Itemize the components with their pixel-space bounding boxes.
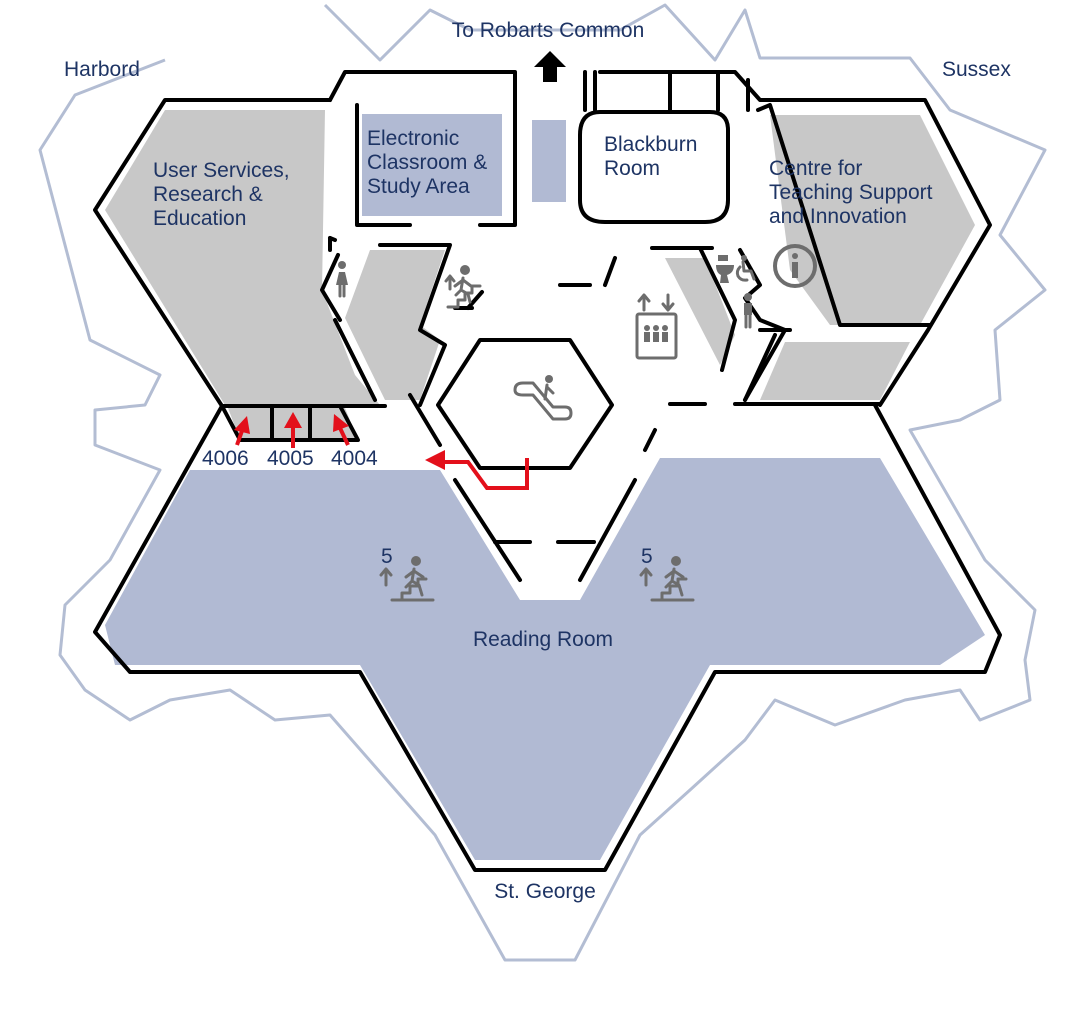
walls	[93, 70, 1002, 872]
elevator-icon	[635, 293, 678, 360]
storage-room-east	[760, 342, 910, 400]
street-north-label: To Robarts Common	[452, 19, 645, 42]
storage-room-right	[665, 258, 735, 365]
mens-washroom-icon	[744, 293, 752, 329]
reading-room	[105, 458, 985, 860]
user-services-room	[105, 110, 380, 405]
study-room-arrows	[234, 412, 350, 448]
street-northwest-label: Harbord	[64, 58, 140, 81]
information-icon	[773, 244, 817, 288]
accessible-icon	[735, 255, 756, 282]
route-arrow-icon	[425, 450, 529, 490]
electronic-classroom-label: Electronic Classroom & Study Area	[367, 127, 493, 198]
stairs-up-icon	[379, 556, 435, 602]
stairs-up-icon	[639, 556, 695, 602]
stairs-up-icon	[444, 265, 482, 309]
electronic-classroom-room	[362, 114, 502, 216]
storage-room-left	[345, 250, 445, 400]
street-south-label: St. George	[494, 880, 596, 903]
building-outline	[38, 3, 1047, 962]
womens-washroom-icon	[336, 261, 348, 298]
stairs-floor-label-right: 5	[641, 545, 653, 568]
user-services-label: User Services, Research & Education	[153, 159, 295, 230]
room-number-4004: 4004	[331, 447, 378, 470]
stairs-floor-label-left: 5	[381, 545, 393, 568]
street-northeast-label: Sussex	[942, 58, 1011, 81]
north-arrow-icon	[534, 51, 566, 82]
room-number-4006: 4006	[202, 447, 249, 470]
corridor-blue-strip	[532, 120, 566, 202]
centre-teaching-label: Centre for Teaching Support and Innovati…	[769, 157, 938, 228]
room-number-4005: 4005	[267, 447, 314, 470]
toilet-icon	[716, 255, 734, 283]
blackburn-room-label: Blackburn Room	[604, 133, 703, 180]
escalator-icon	[513, 375, 573, 421]
reading-room-label: Reading Room	[473, 628, 613, 651]
